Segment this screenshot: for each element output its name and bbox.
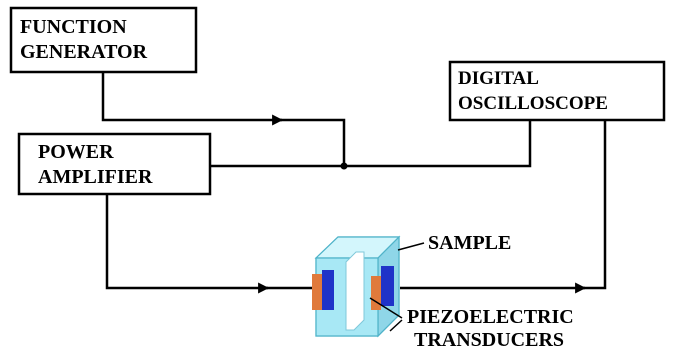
power-amplifier-box bbox=[17, 132, 212, 196]
sample-slab bbox=[345, 251, 365, 331]
transducer-pointer-right bbox=[369, 297, 403, 319]
function-generator-block: FUNCTION GENERATOR bbox=[9, 6, 198, 74]
amp-to-scope-line bbox=[210, 120, 532, 168]
sample-assembly bbox=[312, 235, 401, 338]
fg-signal-line-a bbox=[101, 72, 284, 126]
right-transducer-orange bbox=[371, 276, 381, 310]
digital-oscilloscope-block: DIGITAL OSCILLOSCOPE bbox=[448, 60, 666, 122]
wiring bbox=[101, 72, 607, 294]
power-amplifier-label-line2: AMPLIFIER bbox=[38, 166, 153, 188]
left-transducer-blue bbox=[322, 270, 334, 310]
sample-output-line-b bbox=[583, 120, 607, 290]
fg-signal-line-b bbox=[280, 118, 346, 166]
junction-dot bbox=[340, 162, 348, 170]
transducer-pointer-lower bbox=[389, 319, 403, 332]
function-generator-label-line2: GENERATOR bbox=[20, 41, 148, 63]
function-generator-label-line1: FUNCTION bbox=[20, 16, 127, 38]
digital-oscilloscope-label-line1: DIGITAL bbox=[458, 68, 539, 89]
right-transducer-blue bbox=[381, 266, 394, 306]
digital-oscilloscope-label-line2: OSCILLOSCOPE bbox=[458, 93, 608, 114]
power-amplifier-label-line1: POWER bbox=[38, 141, 114, 163]
amp-drive-line-a bbox=[105, 194, 270, 294]
power-amplifier-block: POWER AMPLIFIER bbox=[17, 132, 212, 196]
left-transducer-orange bbox=[312, 274, 322, 310]
transducers-label-line2: TRANSDUCERS bbox=[414, 329, 564, 349]
transducers-label-line1: PIEZOELECTRIC bbox=[407, 306, 574, 328]
sample-pointer bbox=[397, 242, 425, 251]
sample-label: SAMPLE bbox=[428, 232, 511, 254]
function-generator-box bbox=[9, 6, 198, 74]
digital-oscilloscope-box bbox=[448, 60, 666, 122]
